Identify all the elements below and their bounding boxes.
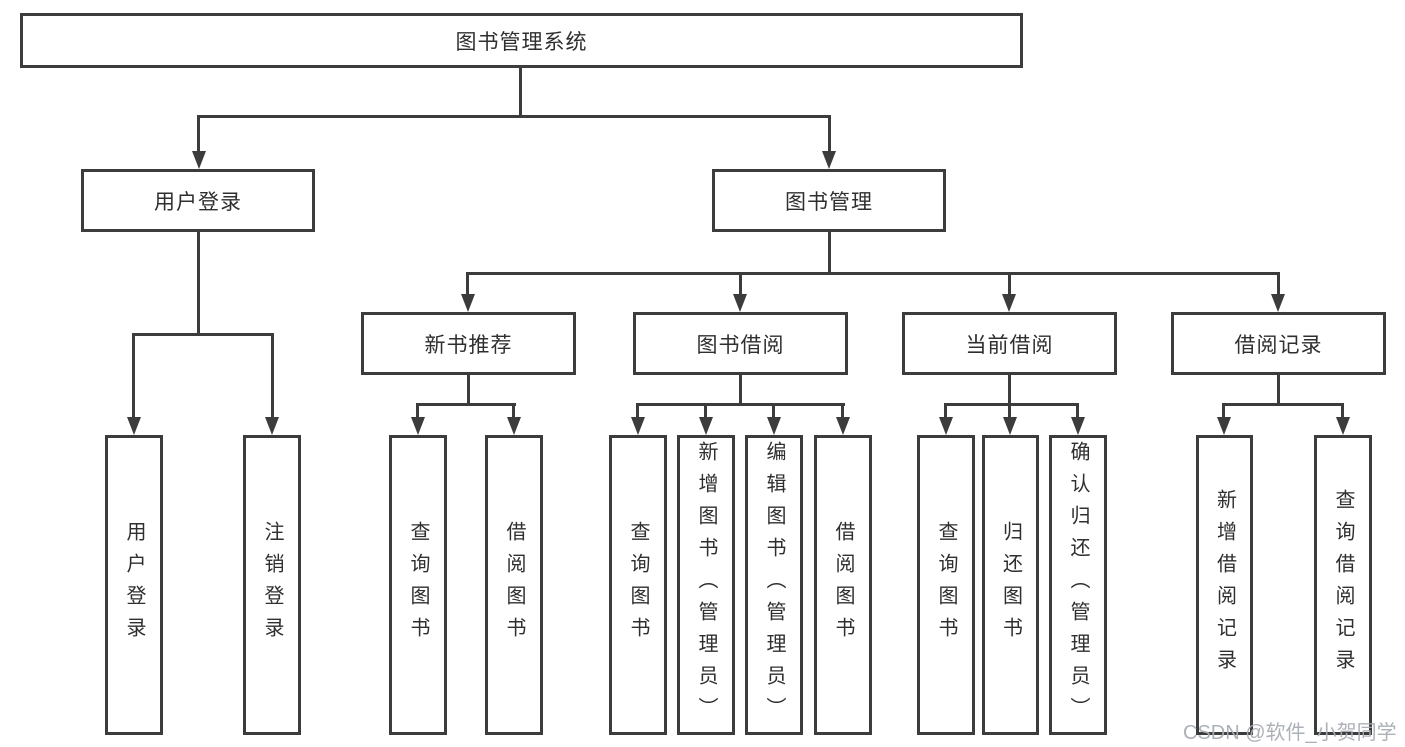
node-book-borrow: 图书借阅 [633,312,848,375]
leaf-logout-label: 注销登录 [261,521,283,649]
arrowhead-rec-borrow [507,417,521,435]
connector-login-stem-1 [132,333,135,417]
leaf-rec-borrow-books: 借阅图书 [485,435,543,735]
leaf-bb-query-books: 查询图书 [609,435,667,735]
leaf-br-add-record: 新增借阅记录 [1196,435,1253,735]
leaf-bb-add-books-admin: 新增图书（管理员） [677,435,735,735]
node-borrow-records: 借阅记录 [1171,312,1386,375]
connector-rec-drop [467,375,470,406]
connector-bb-stem-4 [841,403,844,417]
connector-br-drop [1277,375,1280,406]
connector-login-drop [197,232,200,336]
arrowhead-br-query [1336,417,1350,435]
leaf-br-add-record-label: 新增借阅记录 [1213,489,1236,681]
node-current-borrow: 当前借阅 [902,312,1117,375]
arrowhead-cb-confirm [1071,417,1085,435]
connector-l1-horizontal [197,115,831,118]
connector-rec-stem-2 [512,403,515,417]
connector-l1-stem-right [828,115,831,153]
leaf-bb-borrow-books: 借阅图书 [814,435,872,735]
leaf-user-login-label: 用户登录 [123,521,145,649]
leaf-bb-edit-books-admin: 编辑图书（管理员） [745,435,803,735]
node-book-mgmt: 图书管理 [712,169,946,232]
connector-bb-stem-2 [704,403,707,417]
arrowhead-bb-borrow [836,417,850,435]
leaf-bb-add-books-admin-label: 新增图书（管理员） [695,441,717,729]
connector-l2-stem-d [1277,272,1280,296]
leaf-user-login: 用户登录 [105,435,163,735]
connector-rec-stem-1 [416,403,419,417]
node-root-label: 图书管理系统 [455,30,588,54]
connector-br-stem-1 [1222,403,1225,417]
leaf-cb-query-books-label: 查询图书 [935,521,957,649]
arrowhead-book-borrow [733,294,747,312]
node-borrow-records-label: 借阅记录 [1234,333,1323,357]
leaf-cb-return-books: 归还图书 [982,435,1039,735]
connector-bb-stem-3 [772,403,775,417]
connector-bb-stem-1 [636,403,639,417]
connector-mgmt-drop [828,232,831,275]
node-new-book-rec: 新书推荐 [361,312,576,375]
node-book-mgmt-label: 图书管理 [785,190,873,214]
arrowhead-br-add [1217,417,1231,435]
connector-br-stem-2 [1341,403,1344,417]
leaf-cb-query-books: 查询图书 [917,435,975,735]
leaf-rec-query-books-label: 查询图书 [407,521,429,649]
leaf-br-query-record: 查询借阅记录 [1314,435,1372,735]
connector-bb-drop [739,375,742,406]
arrowhead-user-login [192,151,206,169]
connector-br-horizontal [1222,403,1344,406]
arrowhead-bb-add [699,417,713,435]
leaf-logout: 注销登录 [243,435,301,735]
connector-login-stem-2 [271,333,274,417]
arrowhead-book-mgmt [822,151,836,169]
arrowhead-borrow-records [1271,294,1285,312]
connector-bb-horizontal [636,403,845,406]
arrowhead-cb-return [1003,417,1017,435]
node-new-book-rec-label: 新书推荐 [424,333,513,357]
leaf-cb-confirm-return-admin: 确认归还（管理员） [1049,435,1107,735]
node-root: 图书管理系统 [20,13,1023,68]
connector-rec-horizontal [416,403,516,406]
arrowhead-rec-query [411,417,425,435]
arrowhead-current-borrow [1002,294,1016,312]
leaf-bb-borrow-books-label: 借阅图书 [832,521,854,649]
connector-l1-stem-left [197,115,200,153]
connector-root-drop [519,67,522,115]
connector-cb-stem-3 [1076,403,1079,417]
arrowhead-bb-edit [767,417,781,435]
arrowhead-new-book-rec [461,294,475,312]
watermark-text: CSDN @软件_小贺同学 [1183,722,1397,744]
leaf-cb-return-books-label: 归还图书 [999,521,1022,649]
leaf-cb-confirm-return-admin-label: 确认归还（管理员） [1067,441,1089,729]
connector-login-horizontal [132,333,274,336]
node-book-borrow-label: 图书借阅 [696,333,785,357]
connector-l2-stem-a [466,272,469,296]
leaf-bb-query-books-label: 查询图书 [627,521,649,649]
connector-cb-stem-1 [944,403,947,417]
connector-l2-stem-c [1008,272,1011,296]
arrowhead-leaf-user-login [127,417,141,435]
connector-l2-stem-b [739,272,742,296]
leaf-rec-borrow-books-label: 借阅图书 [503,521,525,649]
connector-cb-drop [1008,375,1011,417]
connector-cb-horizontal [944,403,1079,406]
arrowhead-leaf-logout [265,417,279,435]
leaf-br-query-record-label: 查询借阅记录 [1332,489,1354,681]
leaf-bb-edit-books-admin-label: 编辑图书（管理员） [763,441,785,729]
connector-l2-horizontal [466,272,1280,275]
node-user-login: 用户登录 [81,169,315,232]
leaf-rec-query-books: 查询图书 [389,435,447,735]
arrowhead-bb-query [631,417,645,435]
node-current-borrow-label: 当前借阅 [965,333,1054,357]
node-user-login-label: 用户登录 [154,190,242,214]
arrowhead-cb-query [939,417,953,435]
